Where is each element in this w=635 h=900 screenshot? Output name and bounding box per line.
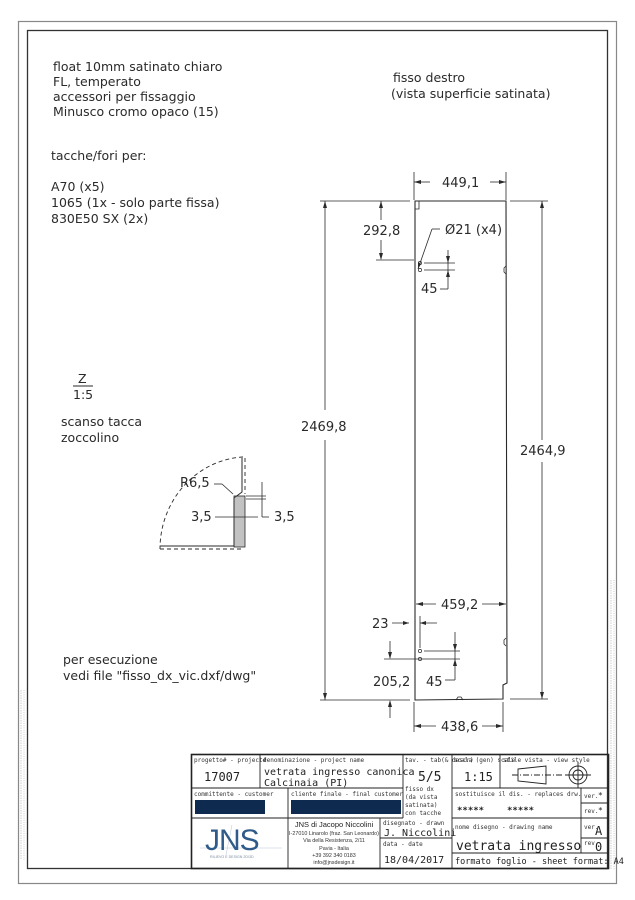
dim-bottom-hole-offset: 205,2 bbox=[373, 675, 410, 690]
final-customer-redacted bbox=[291, 800, 401, 814]
detail-title-line: zoccolino bbox=[61, 430, 119, 445]
view-title-line: fisso destro bbox=[393, 70, 465, 85]
sheet-desc-line: con tacche bbox=[405, 810, 442, 817]
jns-logo: JNS RILIEVO E DESIGN 2D/3D bbox=[200, 824, 282, 859]
sheet-label: tav. - tab(& descr) bbox=[405, 757, 474, 764]
logo-tagline: RILIEVO E DESIGN 2D/3D bbox=[210, 855, 254, 859]
rev-value-top: * bbox=[598, 806, 603, 815]
sheet-desc-line: (da vista bbox=[405, 794, 438, 801]
customer-redacted bbox=[195, 800, 265, 814]
final-customer-label: cliente finale - final customer bbox=[291, 791, 403, 798]
panel-outline bbox=[414, 200, 508, 701]
company-line: info@jnsdesign.it bbox=[313, 860, 355, 866]
dim-top-hole-spacing: 45 bbox=[421, 282, 438, 297]
dim-right-height: 2464,9 bbox=[520, 444, 566, 459]
cutout-item: 1065 (1x - solo parte fissa) bbox=[51, 195, 219, 210]
ver-label: ver. bbox=[584, 793, 598, 800]
replaces-value: ***** bbox=[457, 806, 484, 816]
view-style-label: stile vista - view style bbox=[503, 757, 590, 764]
sheet-format: formato foglio - sheet format: A4 bbox=[455, 857, 624, 867]
material-notes: float 10mm satinato chiaro FL, temperato… bbox=[53, 59, 222, 119]
execution-note-line: per esecuzione bbox=[63, 652, 158, 667]
rev-value: 0 bbox=[595, 840, 602, 854]
material-line: Minusco cromo opaco (15) bbox=[53, 104, 219, 119]
glass-panel bbox=[414, 200, 508, 701]
project-name-line: vetrata ingresso canonica bbox=[264, 767, 415, 778]
scale-value: 1:15 bbox=[464, 770, 493, 784]
detail-z-drawing bbox=[159, 456, 269, 550]
detail-hatched-notch bbox=[233, 495, 246, 548]
dim-top-width: 449,1 bbox=[442, 176, 479, 191]
ver-label: ver. bbox=[584, 824, 598, 831]
dim-bottom-width: 438,6 bbox=[441, 720, 478, 735]
ver-value-top: * bbox=[598, 791, 603, 800]
dim-detail-right: 3,5 bbox=[274, 510, 295, 525]
cutout-item: 830E50 SX (2x) bbox=[51, 211, 148, 226]
panel-bottom-notch bbox=[455, 696, 464, 701]
company-line: Pavia - Italia bbox=[319, 846, 349, 852]
customer-label: committente - customer bbox=[194, 791, 274, 798]
drawing-name: vetrata_ingresso bbox=[456, 839, 581, 854]
date-label: data - date bbox=[383, 841, 423, 848]
project-name-label: denominazione - project name bbox=[263, 757, 365, 764]
detail-boundary-circle bbox=[159, 456, 244, 550]
replaces-value: ***** bbox=[507, 806, 534, 816]
panel-right-notch-top bbox=[503, 265, 507, 275]
dim-bottom-hole-spacing: 45 bbox=[426, 675, 443, 690]
rev-label: rev. bbox=[584, 808, 598, 815]
dim-top-hole-offset: 292,8 bbox=[363, 224, 400, 239]
material-line: FL, temperato bbox=[53, 74, 141, 89]
detail-label: Z bbox=[78, 371, 87, 386]
first-angle-projection-icon bbox=[512, 762, 591, 788]
project-name-line: Calcinaia (PI) bbox=[264, 778, 348, 789]
material-line: accessori per fissaggio bbox=[53, 89, 196, 104]
material-line: float 10mm satinato chiaro bbox=[53, 59, 222, 74]
dimension-texts: 449,1 292,8 Ø21 (x4) 45 2469,8 2464,9 45… bbox=[301, 176, 566, 735]
side-fine-print-left bbox=[20, 690, 25, 860]
date-value: 18/04/2017 bbox=[384, 855, 444, 866]
company-line: Via della Resistenza, 2/11 bbox=[303, 838, 365, 844]
dim-detail-left: 3,5 bbox=[191, 510, 212, 525]
drawn-value: J. Niccolini bbox=[384, 828, 456, 839]
dim-detail-radius: R6,5 bbox=[180, 476, 210, 491]
dim-hole-spec: Ø21 (x4) bbox=[445, 223, 502, 238]
side-fine-print-right bbox=[610, 580, 615, 870]
detail-title-line: scanso tacca bbox=[61, 414, 142, 429]
hole-top-2 bbox=[418, 268, 422, 272]
cutout-item: A70 (x5) bbox=[51, 179, 105, 194]
project-number: 17007 bbox=[204, 770, 240, 784]
drawing-name-label: nome disegno - drawing name bbox=[455, 824, 553, 831]
logo-text: JNS bbox=[205, 824, 259, 857]
dim-mid-width: 459,2 bbox=[441, 598, 478, 613]
project-number-label: progetto# - project# bbox=[194, 757, 267, 764]
dimension-lines bbox=[320, 172, 548, 732]
company-line: I-27010 Linarolo (fraz. San Leonardo) bbox=[289, 831, 379, 837]
cutouts-list: A70 (x5) 1065 (1x - solo parte fissa) 83… bbox=[51, 179, 219, 226]
panel-top-notch bbox=[415, 200, 420, 210]
company-line: +39 392 340 0183 bbox=[312, 853, 356, 859]
panel-right-notch-bottom bbox=[503, 637, 507, 647]
replaces-label: sostituisce il dis. - replaces drw. bbox=[455, 791, 581, 798]
cutouts-heading: tacche/fori per: bbox=[51, 148, 147, 163]
ver-value: A bbox=[595, 824, 603, 838]
view-title: fisso destro (vista superficie satinata) bbox=[391, 70, 550, 101]
title-block: progetto# - project# 17007 denominazione… bbox=[190, 753, 624, 870]
dimension-arrows bbox=[323, 180, 544, 728]
execution-note-line: vedi file "fisso_dx_vic.dxf/dwg" bbox=[63, 668, 256, 683]
company-name: JNS di Jacopo Niccolini bbox=[295, 820, 374, 829]
scale-label: scala (gen) scale bbox=[454, 757, 516, 764]
rev-label: rev. bbox=[584, 840, 598, 847]
dim-bottom-hole-edge: 23 bbox=[372, 617, 389, 632]
drawn-label: disegnato - drawn bbox=[383, 820, 445, 827]
detail-scale: 1:5 bbox=[73, 387, 93, 402]
dim-left-height: 2469,8 bbox=[301, 420, 347, 435]
sheet-value: 5/5 bbox=[418, 770, 441, 785]
hole-bottom-1 bbox=[418, 649, 422, 653]
outer-border bbox=[17, 20, 618, 885]
sheet-desc-line: satinata) bbox=[405, 802, 438, 809]
sheet-desc-line: fisso dx bbox=[405, 786, 434, 793]
view-title-line: (vista superficie satinata) bbox=[391, 86, 550, 101]
